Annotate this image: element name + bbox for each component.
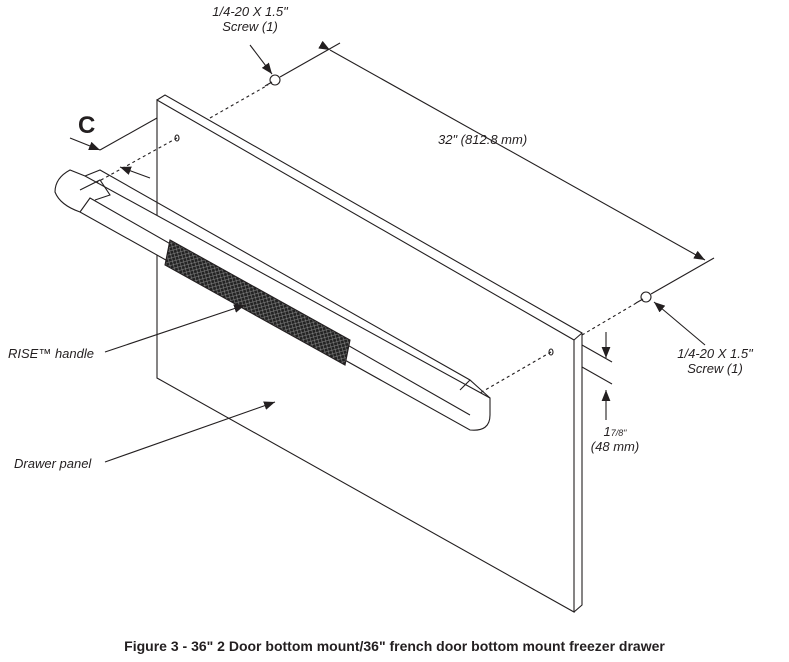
knurled-grip (164, 239, 351, 366)
screw-right-qty: Screw (1) (687, 361, 743, 376)
figure-caption: Figure 3 - 36" 2 Door bottom mount/36" f… (124, 638, 665, 654)
offset-fraction: 7/8" (610, 428, 627, 438)
offset-dimension-label: 17/8" (48 mm) (585, 424, 645, 454)
screw-hole-right (548, 348, 554, 356)
screw-top-qty: Screw (1) (222, 19, 278, 34)
screw-top (264, 74, 281, 87)
width-dimension-label: 32" (812.8 mm) (438, 132, 528, 147)
screw-hole-left (174, 134, 180, 142)
screw-top-label: 1/4-20 X 1.5" Screw (1) (195, 4, 305, 34)
screw-right-size: 1/4-20 X 1.5" (677, 346, 753, 361)
c-marker: C (78, 112, 96, 139)
offset-whole: 1 (603, 424, 611, 439)
handle-label: RISE™ handle (8, 346, 94, 361)
rise-handle (54, 169, 491, 431)
offset-mm: (48 mm) (590, 439, 640, 454)
screw-right (635, 291, 652, 304)
panel-label: Drawer panel (14, 456, 92, 471)
screw-right-label: 1/4-20 X 1.5" Screw (1) (655, 346, 775, 376)
screw-top-size: 1/4-20 X 1.5" (212, 4, 288, 19)
